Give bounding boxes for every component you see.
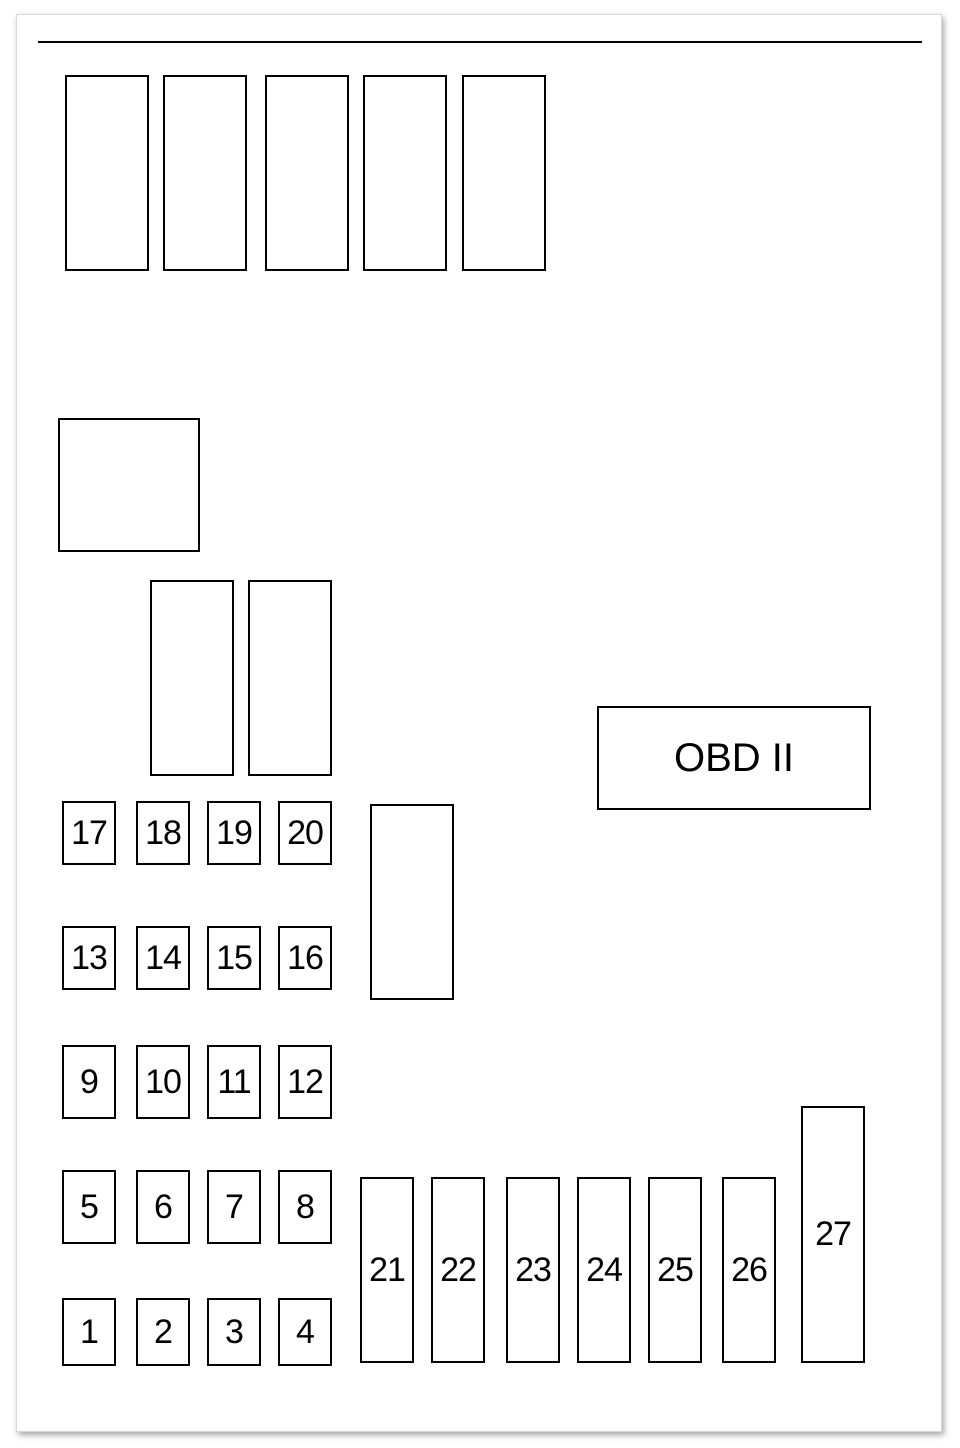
fuse-27: 27	[801, 1106, 865, 1363]
fuse-21: 21	[360, 1177, 414, 1363]
fuse-20: 20	[278, 801, 332, 865]
fuse-10: 10	[136, 1045, 190, 1119]
relay-middle-3	[370, 804, 454, 1000]
fuse-11: 11	[207, 1045, 261, 1119]
fuse-1: 1	[62, 1298, 116, 1366]
relay-square	[58, 418, 200, 552]
fuse-16: 16	[278, 926, 332, 990]
fuse-8: 8	[278, 1170, 332, 1244]
fuse-22: 22	[431, 1177, 485, 1363]
fuse-4: 4	[278, 1298, 332, 1366]
fuse-14: 14	[136, 926, 190, 990]
fuse-7: 7	[207, 1170, 261, 1244]
fuse-15: 15	[207, 926, 261, 990]
relay-top-1	[65, 75, 149, 271]
relay-middle-2	[248, 580, 332, 776]
relay-top-3	[265, 75, 349, 271]
fuse-12: 12	[278, 1045, 332, 1119]
relay-middle-1	[150, 580, 234, 776]
obd-ii-connector: OBD II	[597, 706, 871, 810]
fuse-18: 18	[136, 801, 190, 865]
fuse-17: 17	[62, 801, 116, 865]
relay-top-4	[363, 75, 447, 271]
fuse-24: 24	[577, 1177, 631, 1363]
fuse-9: 9	[62, 1045, 116, 1119]
fuse-13: 13	[62, 926, 116, 990]
fuse-2: 2	[136, 1298, 190, 1366]
fuse-23: 23	[506, 1177, 560, 1363]
relay-top-5	[462, 75, 546, 271]
fuse-19: 19	[207, 801, 261, 865]
fuse-3: 3	[207, 1298, 261, 1366]
fuse-25: 25	[648, 1177, 702, 1363]
fuse-26: 26	[722, 1177, 776, 1363]
fuse-6: 6	[136, 1170, 190, 1244]
fuse-5: 5	[62, 1170, 116, 1244]
panel-top-edge	[38, 41, 922, 43]
relay-top-2	[163, 75, 247, 271]
